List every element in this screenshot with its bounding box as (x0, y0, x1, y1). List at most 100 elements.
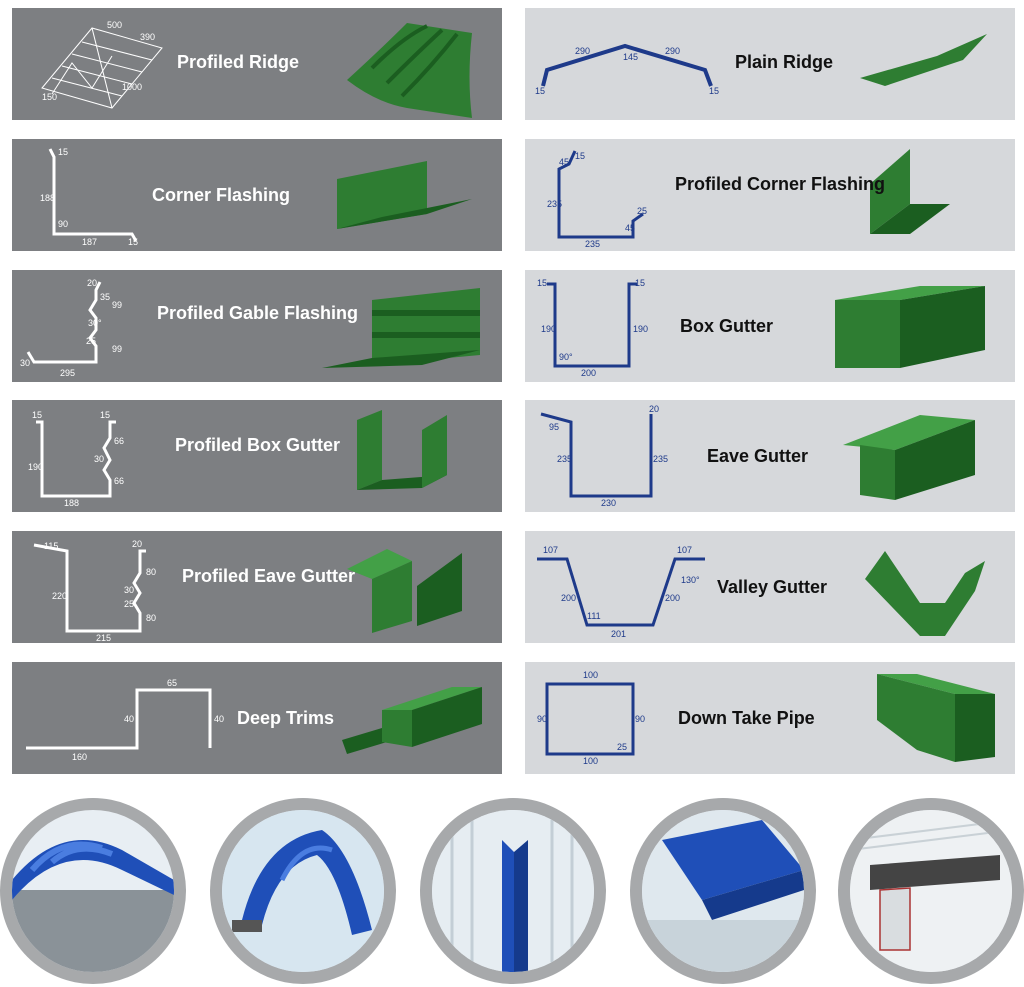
dim-7: 30 (20, 358, 30, 368)
dim-4: 1000 (122, 82, 142, 92)
dim-5: 100 (583, 756, 598, 766)
panel-box-gutter: 15 15 190 190 90° 200 Box Gutter (525, 270, 1015, 382)
dim-4: 30° (88, 318, 102, 328)
label-plain-ridge: Plain Ridge (735, 52, 834, 72)
dim-1: 65 (167, 678, 177, 688)
valley-gutter-3d-product (865, 551, 985, 636)
dim-4: 190 (633, 324, 648, 334)
dim-2: 15 (635, 278, 645, 288)
dim-5: 30 (94, 454, 104, 464)
dim-2: 188 (40, 193, 55, 203)
dim-1: 15 (32, 410, 42, 420)
box-gutter-diagram: 15 15 190 190 90° 200 (537, 278, 985, 378)
dim-3: 220 (52, 591, 67, 601)
dim-4: 235 (653, 454, 668, 464)
dim-7: 80 (146, 613, 156, 623)
label-profiled-eave-gutter: Profiled Eave Gutter (182, 566, 356, 586)
dim-4: 111 (587, 611, 601, 621)
profiled-gable-flashing-3d-product (322, 288, 480, 368)
dim-5: 45 (625, 223, 635, 233)
eave-gutter-diagram: 95 20 235 235 230 (540, 404, 975, 508)
dim-1: 15 (537, 278, 547, 288)
dim-5: 25 (86, 336, 96, 346)
dim-1: 100 (583, 670, 598, 680)
panel-profiled-corner-flashing: 15 45 235 235 45 25 Profiled Corner Flas… (525, 139, 1015, 251)
panel-eave-gutter: 95 20 235 235 230 Eave Gutter (525, 400, 1015, 512)
label-valley-gutter: Valley Gutter (717, 577, 828, 597)
deep-trims-3d-product (342, 687, 482, 754)
dim-2: 20 (649, 404, 659, 414)
valley-gutter-diagram: 107 107 200 111 200 130° 201 (537, 545, 985, 639)
dim-6: 99 (112, 344, 122, 354)
dim-6: 25 (124, 599, 134, 609)
dim-3: 200 (561, 593, 576, 603)
label-eave-gutter: Eave Gutter (707, 446, 809, 466)
panel-profiled-box-gutter: 15 15 190 66 30 66 188 Profiled Box Gutt… (12, 400, 502, 512)
label-profiled-box-gutter: Profiled Box Gutter (175, 435, 341, 455)
profiled-box-gutter-3d-product (357, 410, 447, 490)
dim-2: 20 (132, 539, 142, 549)
dim-4: 235 (585, 239, 600, 249)
dim-2: 107 (677, 545, 692, 555)
dim-1: 115 (44, 541, 58, 551)
dim-6: 200 (581, 368, 596, 378)
dim-2: 40 (124, 714, 134, 724)
dim-6: 25 (637, 206, 647, 216)
dim-5: 230 (601, 498, 616, 508)
dim-7: 188 (64, 498, 79, 508)
profiled-box-gutter-diagram: 15 15 190 66 30 66 188 (28, 410, 447, 508)
dim-4: 80 (146, 567, 156, 577)
profiled-corner-flashing-diagram: 15 45 235 235 45 25 (547, 149, 950, 249)
dim-6: 130° (681, 575, 700, 585)
dim-8: 215 (96, 633, 111, 643)
profiled-gable-flashing-diagram: 20 35 99 30° 25 99 30 295 (20, 278, 480, 378)
profiled-eave-gutter-diagram: 115 20 220 80 30 25 80 215 (33, 539, 462, 643)
dim-1: 95 (549, 422, 559, 432)
eave-gutter-3d-product (843, 415, 975, 500)
dim-5: 90° (559, 352, 573, 362)
dim-3: 90 (635, 714, 645, 724)
dim-4: 66 (114, 436, 124, 446)
dim-2: 145 (623, 52, 638, 62)
dim-3: 235 (547, 199, 562, 209)
panel-deep-trims: 65 40 40 160 Deep Trims (12, 662, 502, 774)
label-profiled-corner-flashing: Profiled Corner Flashing (675, 174, 886, 194)
profiled-ridge-3d-product (347, 23, 472, 118)
deep-trims-diagram: 65 40 40 160 (26, 678, 482, 762)
panel-profiled-eave-gutter: 115 20 220 80 30 25 80 215 Profiled Eave… (12, 531, 502, 643)
down-take-pipe-diagram: 100 90 90 25 100 (537, 670, 995, 766)
dim-2: 15 (100, 410, 110, 420)
dim-2: 500 (107, 20, 122, 30)
panel-corner-flashing: 15 188 90 187 15 Corner Flashing (12, 139, 502, 251)
dim-3: 290 (665, 46, 680, 56)
box-gutter-3d-product (835, 286, 985, 368)
dim-4: 25 (617, 742, 627, 752)
dim-5: 30 (124, 585, 134, 595)
label-deep-trims: Deep Trims (237, 708, 335, 728)
dim-3: 190 (541, 324, 556, 334)
dim-2: 90 (537, 714, 547, 724)
dim-1: 107 (543, 545, 558, 555)
panel-down-take-pipe: 100 90 90 25 100 Down Take Pipe (525, 662, 1015, 774)
dim-4: 15 (535, 86, 545, 96)
plain-ridge-diagram: 290 145 290 15 15 (535, 34, 987, 96)
corner-flashing-diagram: 15 188 90 187 15 (40, 147, 472, 247)
dim-8: 295 (60, 368, 75, 378)
dim-3: 235 (557, 454, 572, 464)
dim-1: 20 (87, 278, 97, 288)
dim-4: 187 (82, 237, 97, 247)
dim-1: 150 (42, 92, 57, 102)
label-corner-flashing: Corner Flashing (152, 185, 291, 205)
dim-3: 90 (58, 219, 68, 229)
plain-ridge-3d-product (860, 34, 987, 86)
dim-6: 66 (114, 476, 124, 486)
dim-3: 190 (28, 462, 43, 472)
panel-profiled-ridge: 150 500 390 1000 Profiled Ridge (12, 8, 502, 120)
dim-5: 200 (665, 593, 680, 603)
profiled-ridge-diagram: 150 500 390 1000 (41, 20, 472, 118)
profiled-eave-gutter-3d-product (347, 549, 462, 633)
dim-3: 390 (140, 32, 155, 42)
photo-circle-corner-flashing (420, 798, 606, 984)
label-profiled-ridge: Profiled Ridge (177, 52, 300, 72)
profiled-corner-flashing-3d-product (870, 149, 950, 234)
